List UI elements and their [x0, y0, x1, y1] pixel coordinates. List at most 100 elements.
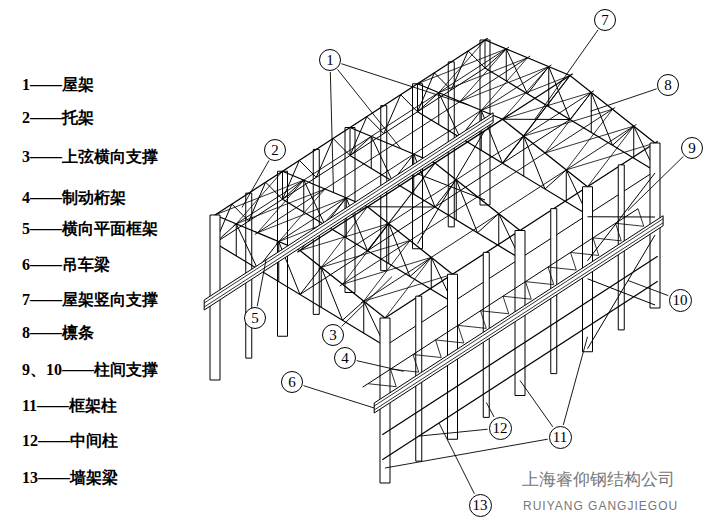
watermark: 上海睿仰钢结构公司	[522, 470, 675, 490]
leader-line	[342, 277, 392, 327]
leader-lines	[242, 30, 683, 494]
callout-number: 9	[688, 141, 696, 156]
top-chord-bracing	[566, 109, 612, 170]
purlin	[255, 56, 530, 235]
legend-entry: 3——上弦横向支撑	[22, 147, 158, 166]
callout-number: 6	[288, 375, 296, 390]
truss-web	[363, 301, 364, 333]
wall-girts	[382, 256, 657, 460]
leader-line	[357, 361, 404, 372]
leader-line	[628, 156, 683, 210]
ridge-line	[297, 74, 572, 253]
callout-circle: 11	[549, 426, 572, 449]
leader-line	[439, 423, 474, 494]
callout-number: 2	[271, 143, 279, 158]
callout-circle: 12	[489, 417, 512, 440]
brake-truss-chord	[363, 209, 638, 388]
purlin	[361, 124, 636, 303]
truss-bottom-chord	[350, 156, 520, 259]
legend-entry: 5——横向平面框架	[22, 219, 158, 238]
truss-vertical	[282, 171, 283, 199]
callout-circle: 9	[681, 137, 703, 159]
truss-web	[371, 136, 372, 168]
truss-web	[506, 49, 507, 81]
truss-web	[456, 180, 457, 220]
leader-line	[257, 260, 266, 306]
leader-line	[628, 281, 668, 296]
truss-web	[591, 92, 592, 132]
leader-line	[337, 69, 401, 148]
leader-line	[385, 439, 548, 468]
legend-entry: 1——屋架	[22, 75, 94, 94]
crane-beam-flange	[204, 120, 493, 307]
callout-circle: 2	[264, 139, 286, 161]
callout-number: 1	[326, 53, 334, 68]
purlin	[340, 108, 615, 287]
callout-number: 11	[553, 430, 567, 445]
legend-entry: 8——檩条	[22, 323, 94, 342]
callout-number: 12	[493, 421, 508, 436]
front-columns	[210, 143, 660, 483]
leader-line	[563, 337, 587, 425]
callout-circle: 6	[281, 371, 303, 393]
callout-circle: 4	[334, 347, 356, 369]
callout-circle: 7	[594, 9, 616, 31]
top-chord-bracing	[385, 257, 431, 318]
vertical-bracing	[503, 76, 571, 164]
callout-circle: 5	[244, 307, 266, 329]
brake-truss	[363, 209, 644, 388]
callout-number: 3	[329, 328, 337, 343]
legend-entry: 12——中间柱	[22, 431, 118, 450]
crane-beam	[204, 113, 493, 310]
top-chord-bracing	[481, 58, 527, 111]
crane-beam-flange	[374, 223, 663, 410]
legend-entry: 7——屋架竖向支撑	[22, 290, 158, 309]
upper-column-bracing	[588, 173, 656, 261]
callout-circle: 8	[657, 74, 679, 96]
top-chord-bracing	[258, 180, 304, 233]
leader-line	[419, 429, 488, 436]
truss-vertical	[350, 128, 351, 156]
truss-web	[633, 126, 634, 158]
truss-web	[236, 224, 237, 256]
callout-number: 5	[251, 311, 259, 326]
truss-web	[303, 180, 304, 212]
callout-number: 13	[473, 498, 488, 513]
callout-number: 10	[673, 293, 688, 308]
callout-number: 8	[664, 78, 672, 93]
callout-circle: 10	[669, 289, 692, 312]
callout-circle: 13	[469, 494, 492, 517]
bottom-tie	[300, 120, 570, 295]
truss-web	[321, 267, 322, 307]
callout-number: 7	[601, 13, 609, 28]
top-chord-bracing	[545, 92, 591, 153]
brake-truss-web	[368, 209, 644, 387]
purlin	[212, 38, 487, 217]
top-chord-bracing	[460, 49, 506, 102]
wall-girt	[382, 256, 657, 435]
truss-web	[485, 49, 655, 171]
callout-circle: 3	[322, 324, 344, 346]
callout-number: 4	[341, 351, 349, 366]
leader-line	[330, 72, 333, 193]
legend-entry: 11——框架柱	[22, 396, 117, 415]
leader-line	[341, 64, 468, 105]
column-bracing	[588, 173, 656, 349]
crane-beams	[204, 113, 663, 413]
top-chord-bracing	[588, 126, 634, 187]
truss-web	[498, 214, 499, 246]
top-chord-bracing	[439, 40, 485, 93]
truss-bottom-chord	[485, 68, 655, 171]
legend-entry: 6——吊车梁	[22, 255, 110, 274]
truss-web	[431, 257, 432, 289]
truss-web	[566, 170, 567, 202]
legend-entry: 2——托架	[22, 108, 94, 127]
watermark: RUIYANG GANGJIEGOU	[523, 499, 678, 513]
crane-beam-flange	[204, 116, 493, 303]
truss-web	[388, 224, 389, 264]
leader-line	[242, 160, 269, 207]
legend-entry: 9、10——柱间支撑	[22, 360, 158, 379]
top-chord-bracing	[236, 171, 282, 224]
truss-web	[438, 93, 439, 125]
